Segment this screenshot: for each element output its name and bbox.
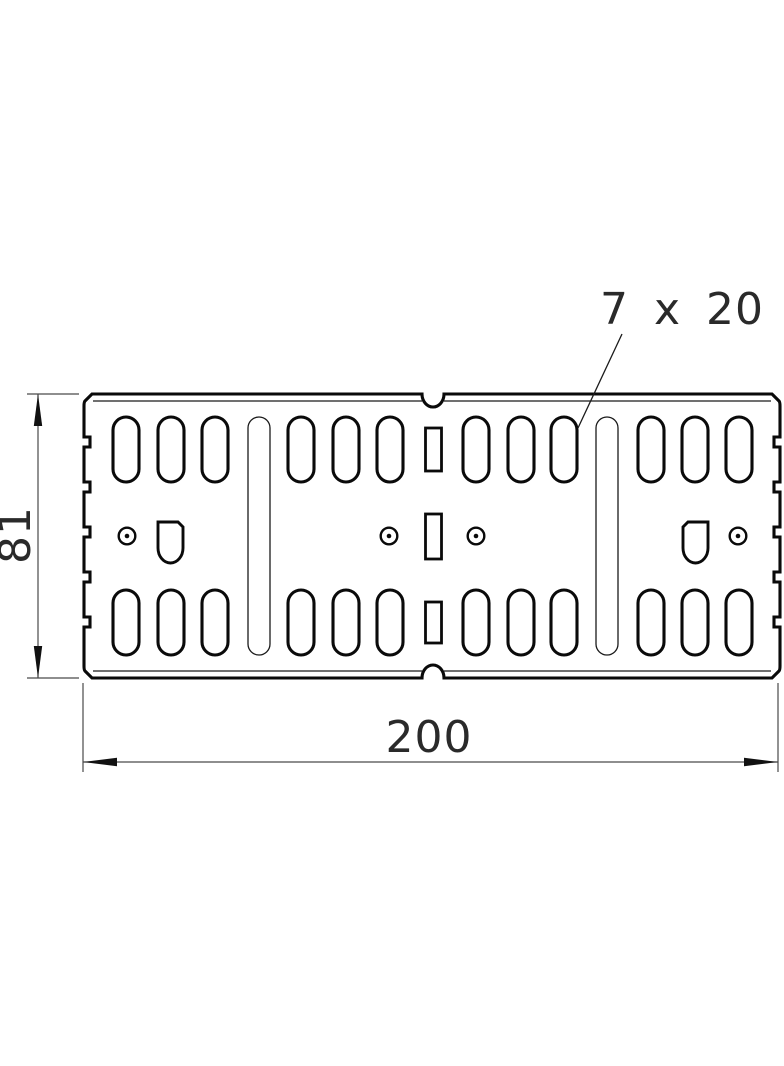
plate-height-dimension-label: 81	[0, 506, 41, 564]
rivet-hole-dot	[473, 533, 479, 539]
oblong-slot	[331, 588, 361, 657]
rivet-hole-ring	[466, 526, 486, 546]
plate-width-dimension-label: 200	[385, 712, 473, 763]
long-slot	[247, 416, 271, 656]
oblong-slot	[461, 588, 491, 657]
oblong-slot	[156, 415, 186, 484]
dimension-arrow-right	[744, 757, 778, 767]
oblong-slot	[200, 588, 230, 657]
rivet-hole-ring	[117, 526, 137, 546]
oblong-slot	[724, 588, 754, 657]
oblong-slot	[111, 588, 141, 657]
d-shaped-hole	[681, 520, 710, 565]
plate-outline	[82, 392, 782, 680]
oblong-slot	[331, 415, 361, 484]
slot-size-dimension-label: 7 x 20	[600, 284, 764, 335]
dimension-arrow-down	[33, 646, 43, 678]
oblong-slot	[724, 415, 754, 484]
oblong-slot	[549, 588, 579, 657]
oblong-slot	[286, 415, 316, 484]
rivet-hole-ring	[728, 526, 748, 546]
oblong-slot	[286, 588, 316, 657]
oblong-slot	[111, 415, 141, 484]
center-rect-slot	[424, 600, 443, 645]
center-rect-slot	[424, 512, 443, 561]
oblong-slot	[461, 415, 491, 484]
long-slot	[595, 416, 619, 656]
oblong-slot	[156, 588, 186, 657]
dimension-arrow-up	[33, 394, 43, 426]
oblong-slot	[506, 415, 536, 484]
slot-label-leader-line	[577, 333, 623, 429]
oblong-slot	[506, 588, 536, 657]
oblong-slot	[636, 588, 666, 657]
rivet-hole-dot	[386, 533, 392, 539]
d-shaped-hole	[156, 520, 185, 565]
oblong-slot	[549, 415, 579, 484]
rivet-hole-dot	[735, 533, 741, 539]
rivet-hole-ring	[379, 526, 399, 546]
oblong-slot	[375, 415, 405, 484]
oblong-slot	[680, 588, 710, 657]
dimension-arrow-left	[83, 757, 117, 767]
oblong-slot	[636, 415, 666, 484]
rivet-hole-dot	[124, 533, 130, 539]
oblong-slot	[375, 588, 405, 657]
oblong-slot	[680, 415, 710, 484]
oblong-slot	[200, 415, 230, 484]
center-rect-slot	[424, 426, 443, 473]
